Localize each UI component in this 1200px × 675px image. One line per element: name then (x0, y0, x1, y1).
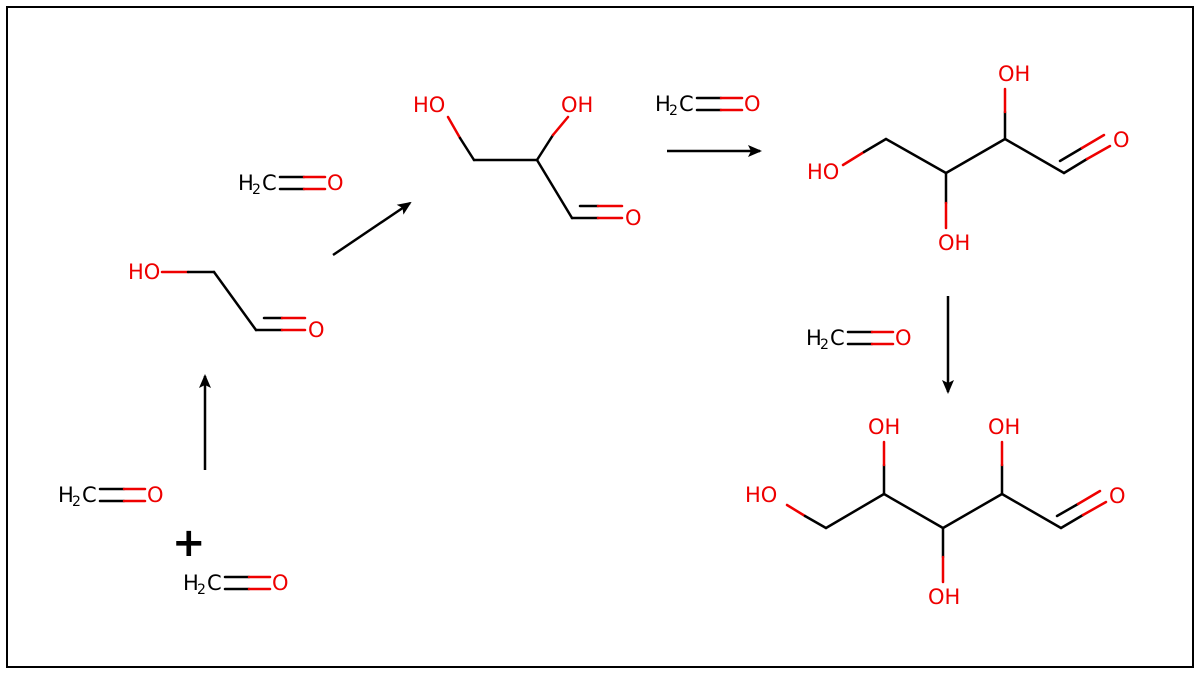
bond (1085, 144, 1112, 161)
o-label: O (1113, 128, 1130, 152)
o-label: O (147, 483, 164, 507)
h-label: H (806, 326, 822, 350)
bond (535, 133, 555, 162)
hydroxyl-label: HO (745, 483, 777, 507)
hydroxyl-label: OH (988, 415, 1020, 439)
bond (1080, 133, 1106, 150)
bond (882, 492, 945, 530)
formaldehyde-reactant-1: H 2 C O (58, 483, 164, 510)
glycolaldehyde: HO O (128, 260, 325, 342)
bond (1003, 137, 1066, 175)
bond (785, 503, 807, 518)
h-label: H (58, 483, 74, 507)
h-label: H (183, 571, 199, 595)
bond (458, 136, 476, 162)
bond (1076, 489, 1102, 506)
formaldehyde-reagent-3: H 2 C O (806, 326, 912, 353)
o-label: O (272, 571, 289, 595)
bond (1000, 492, 1063, 530)
h-label: H (238, 171, 254, 195)
c-label: C (82, 483, 97, 507)
formaldehyde-reactant-2: H 2 C O (183, 571, 289, 598)
h-subscript: 2 (820, 337, 829, 353)
hydroxyl-label: OH (868, 415, 900, 439)
o-label: O (327, 171, 344, 195)
bond (1059, 513, 1085, 530)
hydroxyl-label: OH (998, 62, 1030, 86)
bond (803, 514, 828, 530)
hydroxyl-label: HO (413, 93, 445, 117)
hydroxyl-label: HO (128, 260, 160, 284)
h-subscript: 2 (72, 494, 81, 510)
bond (1062, 157, 1089, 175)
bond (941, 492, 1004, 530)
hydroxyl-label: OH (561, 93, 593, 117)
bond (824, 492, 886, 530)
o-label: O (744, 92, 761, 116)
diagram-frame (6, 6, 1194, 668)
bond (446, 115, 462, 140)
tetrose: OH HO OH O (807, 62, 1130, 255)
o-label: O (308, 318, 325, 342)
c-label: C (262, 171, 277, 195)
bond (551, 115, 570, 137)
bond (535, 158, 574, 220)
h-subscript: 2 (197, 582, 206, 598)
h-subscript: 2 (669, 103, 678, 119)
formaldehyde-reagent-2: H 2 C O (655, 92, 761, 119)
c-label: C (679, 92, 694, 116)
h-subscript: 2 (252, 182, 261, 198)
bond (841, 150, 866, 167)
o-label: O (1109, 484, 1126, 508)
hydroxyl-label: HO (807, 160, 839, 184)
bond (1058, 146, 1084, 163)
c-label: C (207, 571, 222, 595)
bond (1081, 500, 1108, 517)
plus-sign: + (172, 520, 206, 566)
hydroxyl-label: OH (928, 585, 960, 609)
bond (944, 137, 1007, 175)
hydroxyl-label: OH (938, 231, 970, 255)
glyceraldehyde: HO OH O (413, 93, 642, 230)
bond (212, 270, 258, 332)
reaction-arrow-diagonal (332, 201, 412, 257)
o-label: O (895, 326, 912, 350)
bond (862, 137, 888, 154)
c-label: C (830, 326, 845, 350)
h-label: H (655, 92, 671, 116)
pentose: OH OH HO OH O (745, 415, 1126, 609)
bond (1055, 502, 1080, 518)
formaldehyde-reagent-1: H 2 C O (238, 171, 344, 198)
o-label: O (625, 206, 642, 230)
bond (884, 137, 948, 175)
